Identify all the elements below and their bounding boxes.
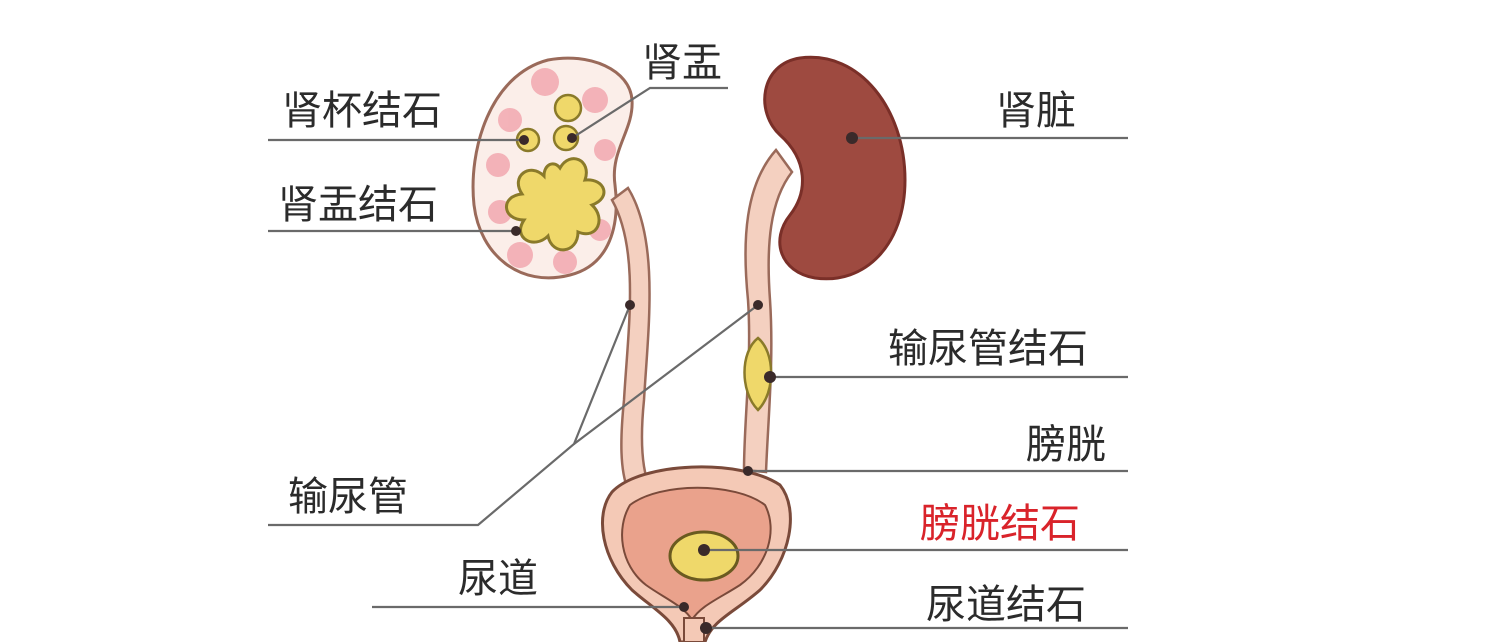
left-ureter: [610, 186, 652, 492]
pointer-dots: [511, 132, 858, 634]
right-kidney: [763, 55, 907, 281]
ureteral-stone: [743, 336, 773, 412]
label-pelvic-stone: 肾盂结石: [278, 182, 438, 228]
left-kidney-section: [471, 56, 634, 280]
label-renal-pelvis: 肾盂: [642, 40, 722, 86]
label-ureteral-stone: 输尿管结石: [888, 326, 1088, 372]
label-kidney: 肾脏: [996, 88, 1076, 134]
pelvic-staghorn-stone: [505, 157, 606, 252]
labels: 肾盂 肾杯结石 肾脏 肾盂结石 输尿管结石 膀胱 输尿管 膀胱结石 尿道 尿道结…: [278, 40, 1106, 628]
label-bladder-stone: 膀胱结石: [920, 501, 1080, 547]
label-bladder: 膀胱: [1026, 422, 1106, 468]
label-calyceal-stone: 肾杯结石: [282, 88, 442, 134]
label-ureter: 输尿管: [288, 474, 408, 520]
leader-lines: [268, 86, 1128, 630]
urethra-tube: [683, 617, 705, 642]
label-urethral-stone: 尿道结石: [926, 582, 1086, 628]
label-urethra: 尿道: [458, 556, 538, 602]
calyceal-stones: [515, 93, 583, 153]
bladder: [600, 465, 792, 642]
